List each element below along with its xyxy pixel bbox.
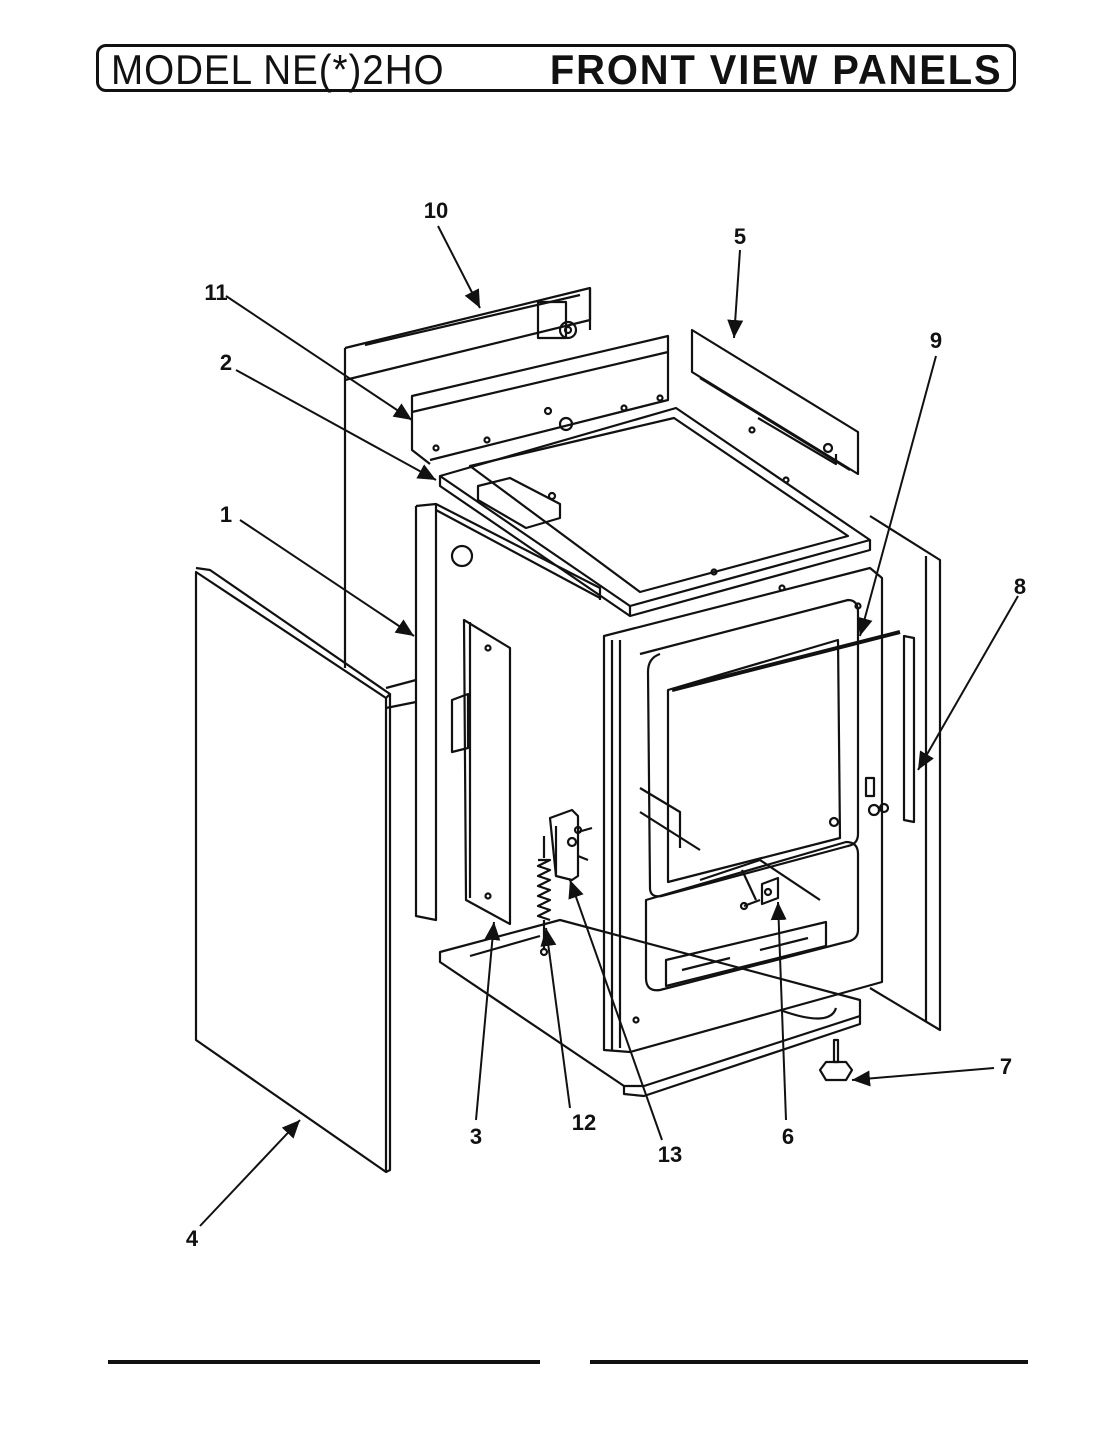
leveling-leg [818,1038,854,1082]
callout-6: 6 [782,1124,794,1149]
top-bracket [410,334,670,465]
leader-8 [917,595,1019,771]
callout-4: 4 [186,1226,199,1251]
leader-1 [239,519,415,637]
leader-13 [568,879,663,1141]
leader-4 [199,1119,301,1227]
callout-5: 5 [734,224,746,249]
leader-2 [235,369,437,481]
left-outer-panel [194,566,392,1174]
leader-6 [770,901,787,1121]
side-frame [385,678,417,710]
hinge-receiver [739,876,780,911]
leader-10 [437,225,481,309]
rear-panel [343,286,592,668]
leader-12 [540,927,571,1109]
side-slot [902,634,916,824]
section-title: FRONT VIEW PANELS [550,46,1003,93]
right-trim-channel [690,328,860,476]
leader-7 [851,1067,995,1087]
callout-12: 12 [572,1110,596,1135]
title-box: MODEL NE(*)2HO FRONT VIEW PANELS [96,44,1016,93]
callout-9: 9 [930,328,942,353]
top-panel [438,406,872,618]
footer-rule-left [108,1360,540,1364]
terminal-block [536,300,578,340]
callout-11: 11 [204,280,227,305]
callout-13: 13 [658,1142,682,1167]
leader-9 [856,355,937,637]
callout-3: 3 [470,1124,482,1149]
leader-5 [727,249,744,339]
heat-shield-strip [462,618,512,926]
base-pan [438,918,862,1098]
footer-rule-right [590,1360,1028,1364]
leader-11 [225,295,413,421]
callout-10: 10 [424,198,448,223]
window-bar [671,630,901,692]
callout-7: 7 [1000,1054,1012,1079]
callout-1: 1 [220,502,232,527]
hinge-assembly [548,808,593,882]
callout-2: 2 [220,350,232,375]
leader-3 [475,921,501,1121]
callout-8: 8 [1014,574,1026,599]
cabinet-body [414,502,942,1054]
model-title: MODEL NE(*)2HO [111,46,445,93]
